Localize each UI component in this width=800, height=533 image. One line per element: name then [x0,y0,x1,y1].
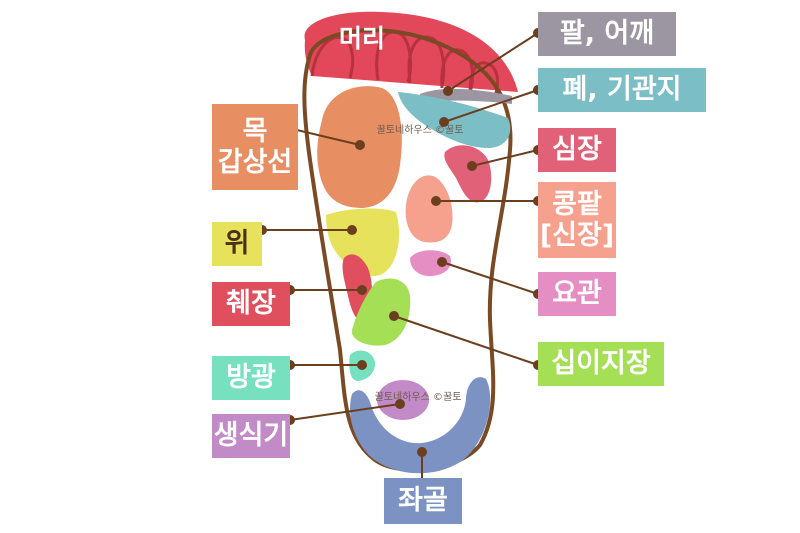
label-bladder-text: 방광 [226,362,276,394]
foot-outline [302,28,513,472]
label-genital-text: 생식기 [213,420,289,452]
label-pancreas-text: 췌장 [226,288,276,320]
label-neck-text-line2: 갑상선 [217,147,293,178]
label-kidney: 콩팥 [신장] [538,182,616,258]
label-lung-text: 폐, 기관지 [562,74,682,106]
label-heart: 심장 [538,128,616,172]
label-shoulder: 팔, 어깨 [538,12,676,56]
watermark-upper: 꿀토네하우스 ©꿀토 [377,123,464,136]
duodenum-zone [351,278,411,346]
label-lung: 폐, 기관지 [538,68,706,112]
label-stomach: 위 [212,222,262,266]
label-stomach-text: 위 [224,228,250,260]
label-pancreas: 췌장 [212,282,290,326]
lung-zone [398,92,511,148]
label-neck-text-line1: 목 [242,115,268,147]
label-ureter: 요관 [538,272,616,316]
label-genital: 생식기 [212,414,290,458]
sciatic-zone [350,377,491,474]
label-head: 머리 [332,22,392,56]
label-kidney-text-line2: [신장] [539,220,615,251]
label-shoulder-text: 팔, 어깨 [559,18,655,50]
heart-zone [444,145,492,203]
label-neck: 목 갑상선 [212,104,298,190]
label-sciatic-text: 좌골 [398,485,448,517]
label-kidney-text-line1: 콩팥 [552,188,602,220]
ureter-zone [410,250,451,277]
watermark-lower: 꿀토네하우스 ©꿀토 [375,390,462,403]
label-heart-text: 심장 [552,134,602,166]
label-duodenum: 십이지장 [538,342,664,386]
kidney-zone [405,175,453,243]
label-bladder: 방광 [212,356,290,400]
label-duodenum-text: 십이지장 [551,348,651,380]
label-head-text: 머리 [338,23,385,53]
label-sciatic: 좌골 [384,478,462,524]
label-ureter-text: 요관 [552,278,602,310]
